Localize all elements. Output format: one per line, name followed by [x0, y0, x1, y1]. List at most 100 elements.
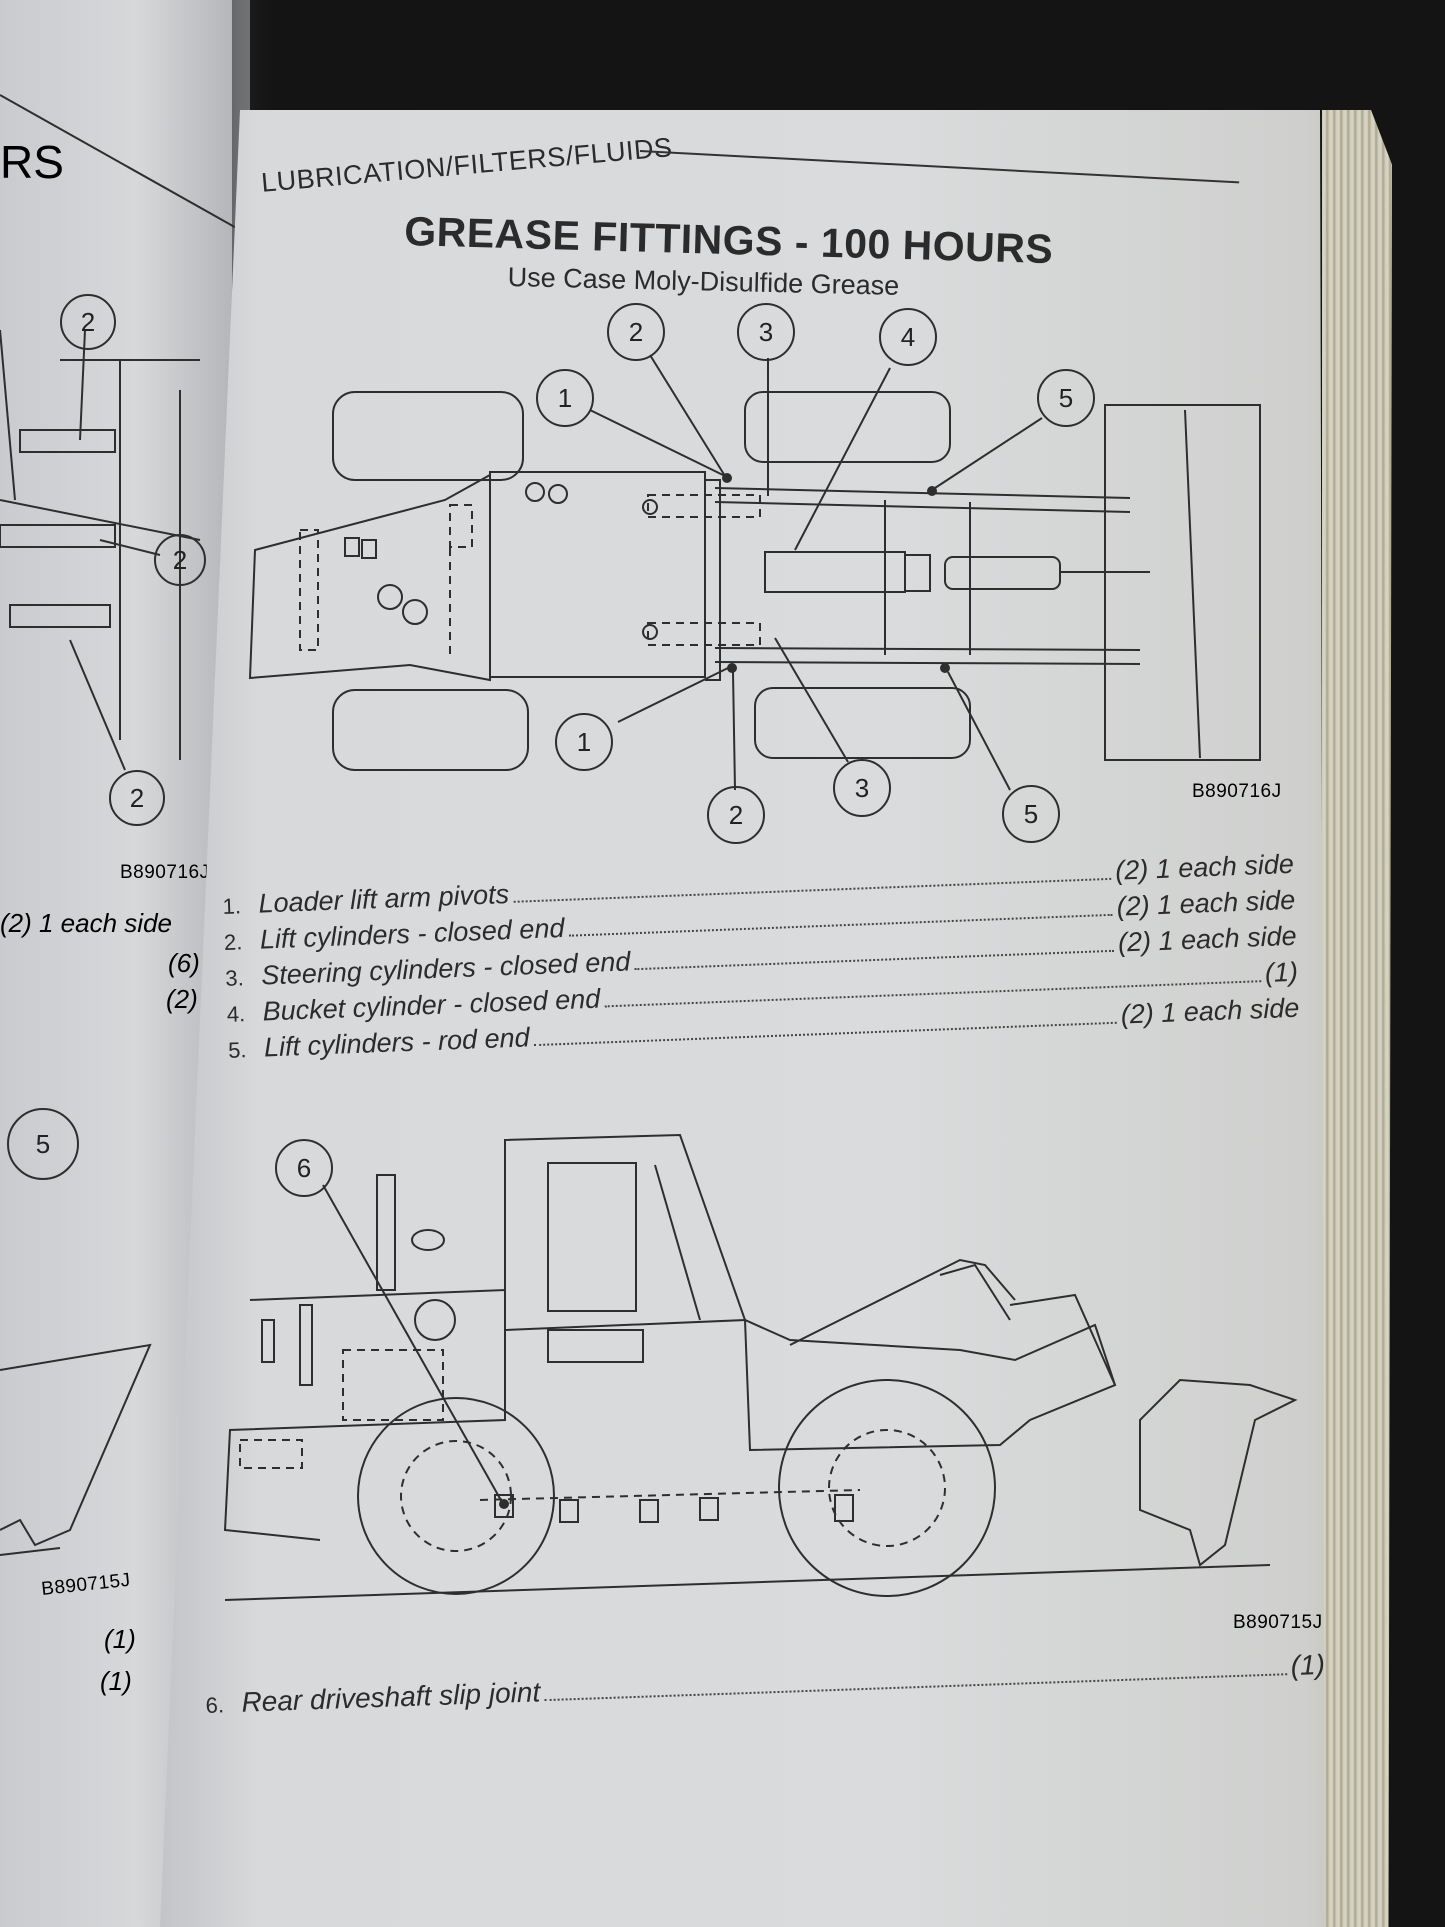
- rear-frame: [250, 475, 490, 680]
- left-callout-label: 2: [81, 307, 95, 337]
- rear-detail: [262, 1320, 274, 1362]
- front-axle-joint: [835, 1495, 853, 1521]
- callout-label: 1: [577, 727, 591, 757]
- left-leader: [0, 330, 15, 500]
- left-callout-circle: [155, 535, 205, 585]
- front-wheel-hub: [829, 1430, 945, 1546]
- left-callout-circle: [8, 1109, 78, 1179]
- lift-arm-left: [715, 502, 1130, 512]
- item-number: 2.: [223, 929, 243, 955]
- leader-line: [795, 368, 890, 550]
- cab-detail: [526, 483, 544, 501]
- callout-circle: [738, 304, 794, 360]
- item-number: 3.: [224, 965, 245, 991]
- leader-line: [935, 418, 1042, 488]
- page-edges: [1322, 110, 1392, 1927]
- left-header-fragment: RS: [0, 136, 64, 188]
- callout-circle: [276, 1140, 332, 1196]
- leader-line: [733, 672, 735, 790]
- callout-label: 2: [629, 317, 643, 347]
- engine-detail: [403, 600, 427, 624]
- engine-detail: [450, 505, 472, 547]
- callout-label: 6: [297, 1153, 311, 1183]
- left-callout-circle: [110, 771, 164, 825]
- callout-label: 3: [759, 317, 773, 347]
- steering-cylinder-right: [648, 623, 760, 645]
- rear-detail: [300, 1305, 312, 1385]
- exhaust-stack: [377, 1175, 395, 1290]
- rear-right-tire: [333, 690, 528, 770]
- item-number: 1.: [222, 893, 242, 919]
- driveshaft: [480, 1490, 860, 1500]
- left-callout-label: 2: [173, 545, 187, 575]
- boom-arm: [940, 1265, 1010, 1320]
- left-qty-line: (1): [104, 1624, 136, 1654]
- callout-circle: [834, 760, 890, 816]
- bucket-cylinder-rod: [945, 557, 1060, 589]
- left-leader: [70, 640, 125, 770]
- grease-fitting: [927, 486, 937, 496]
- item-quantity: (2) 1 each side: [1120, 992, 1300, 1030]
- left-pivot-block: [10, 605, 110, 627]
- left-ground-line: [0, 1548, 60, 1555]
- item-quantity: (1): [1290, 1648, 1326, 1682]
- u-joint: [560, 1500, 578, 1522]
- rear-left-tire: [333, 392, 523, 480]
- engine-detail: [415, 1300, 455, 1340]
- cab-detail: [549, 485, 567, 503]
- boom-link: [1010, 1295, 1115, 1385]
- engine-detail: [300, 530, 318, 650]
- engine-detail: [345, 538, 359, 556]
- leader-line: [650, 355, 725, 476]
- bucket: [1140, 1380, 1295, 1565]
- bucket-edge: [1185, 410, 1200, 758]
- left-figure-code: B890716J: [120, 862, 210, 883]
- top-figure-code: B890716J: [1192, 781, 1282, 802]
- callout-label: 1: [558, 383, 572, 413]
- engine-detail: [343, 1350, 443, 1420]
- left-header-rule: [0, 95, 240, 230]
- item-quantity: (2) 1 each side: [1116, 884, 1296, 922]
- cab-window: [548, 1163, 636, 1311]
- callout-circle: [880, 309, 936, 365]
- grease-fitting: [940, 663, 950, 673]
- callout-label: 4: [901, 322, 915, 352]
- front-wheel: [779, 1380, 995, 1596]
- bucket-cylinder-gland: [905, 555, 930, 591]
- engine-detail: [378, 585, 402, 609]
- cyl-pin: [643, 500, 657, 514]
- bottom-figure-code: B890715J: [1233, 1612, 1323, 1633]
- cyl-pin: [643, 625, 657, 639]
- callout-circle: [1003, 786, 1059, 842]
- rear-wheel: [358, 1398, 554, 1594]
- callout-label: 5: [1024, 799, 1038, 829]
- left-page-illustrations: 2 2 2 5 B890716J B890715J (2) 1 each sid…: [0, 0, 250, 1696]
- callout-label: 5: [1059, 383, 1073, 413]
- callout-circle: [608, 304, 664, 360]
- ground-line: [225, 1565, 1270, 1600]
- left-callout-circle: [61, 295, 115, 349]
- item-number: 5.: [227, 1037, 247, 1063]
- leader-line: [590, 410, 725, 476]
- u-joint: [640, 1500, 658, 1522]
- leader-line: [775, 638, 848, 762]
- leader-line: [323, 1185, 502, 1502]
- left-callout-label: 2: [130, 783, 144, 813]
- callout-circle: [556, 714, 612, 770]
- item-quantity: (2) 1 each side: [1114, 848, 1295, 886]
- callout-label: 2: [729, 800, 743, 830]
- left-pivot-block: [20, 430, 115, 452]
- loader-top-view: [250, 392, 1260, 770]
- steering-cylinder-left: [648, 495, 760, 517]
- front-frame: [745, 1320, 1115, 1450]
- item-quantity: (1): [1264, 956, 1299, 989]
- lift-arm-right: [715, 662, 1140, 664]
- left-qty-line: (1): [100, 1666, 132, 1696]
- rear-body: [225, 1290, 505, 1540]
- left-callout-label: 5: [36, 1129, 50, 1159]
- top-callouts: 1 2 3 4 5 1 2 3 5: [537, 304, 1094, 843]
- lift-arm-right: [715, 648, 1140, 650]
- callout-label: 3: [855, 773, 869, 803]
- left-qty-line: (6): [168, 948, 200, 978]
